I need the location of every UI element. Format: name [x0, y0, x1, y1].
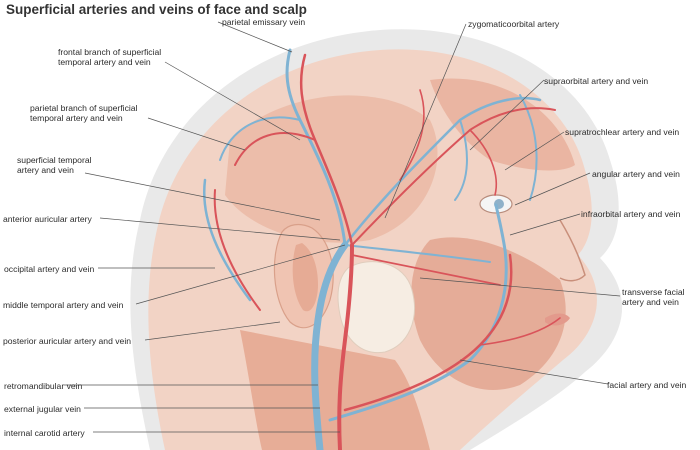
- label-frontal-branch-line2: temporal artery and vein: [58, 57, 151, 67]
- label-occipital-artery-and-vein: occipital artery and vein: [4, 264, 95, 274]
- label-superficial-temporal-line1: superficial temporal: [17, 155, 92, 165]
- arteries: [213, 53, 561, 450]
- label-anterior-auricular-artery: anterior auricular artery: [3, 214, 92, 224]
- label-external-jugular-vein: external jugular vein: [4, 404, 81, 414]
- label-parietal-branch-line1: parietal branch of superficial: [30, 103, 138, 113]
- leader-superficial-temporal: [84, 172, 321, 221]
- leader-anterior-auricular: [99, 217, 341, 241]
- label-retromandibular-vein: retromandibular vein: [4, 381, 83, 391]
- artery-branch-c: [479, 317, 561, 346]
- artery-branch-b: [399, 89, 425, 181]
- leader-angular: [514, 172, 591, 206]
- nose: [559, 219, 586, 282]
- external-jugular-vein-path: [311, 241, 349, 450]
- ear-inner: [292, 243, 318, 312]
- label-transverse-facial-line2: artery and vein: [622, 297, 679, 307]
- parotid-gland: [337, 261, 415, 354]
- frontal-artery-path: [351, 107, 556, 246]
- leader-facial: [459, 359, 609, 385]
- label-zygomaticoorbital-artery: zygomaticoorbital artery: [468, 19, 560, 29]
- parietal-artery-path: [234, 132, 316, 166]
- leader-parietal-branch: [147, 117, 246, 151]
- occipital-artery-path: [213, 189, 261, 311]
- label-middle-temporal-artery-and-vein: middle temporal artery and vein: [3, 300, 124, 310]
- leader-middle-temporal: [135, 244, 346, 305]
- leader-posterior-auricular: [144, 321, 281, 341]
- superficial-temporal-vein-path: [285, 48, 347, 247]
- transverse-facial-artery-path: [351, 254, 501, 286]
- leader-parietal-emissary: [217, 21, 293, 53]
- occipital-vein-path: [203, 178, 252, 302]
- label-frontal-branch-line1: frontal branch of superficial: [58, 47, 162, 57]
- label-angular-artery-and-vein: angular artery and vein: [592, 169, 680, 179]
- label-internal-carotid-artery: internal carotid artery: [4, 428, 85, 438]
- label-infraorbital-artery-and-vein: infraorbital artery and vein: [581, 209, 681, 219]
- label-parietal-emissary-vein: parietal emissary vein: [222, 17, 306, 27]
- vein-branch-b: [454, 119, 468, 201]
- artery-branch-a: [469, 129, 497, 196]
- label-facial-artery-and-vein: facial artery and vein: [607, 380, 687, 390]
- leader-supratrochlear: [504, 131, 565, 171]
- leader-zygomaticoorbital: [384, 23, 467, 219]
- label-parietal-branch-line2: temporal artery and vein: [30, 113, 123, 123]
- vein-branch-c: [344, 244, 491, 263]
- temporalis-muscle: [225, 95, 438, 243]
- diagram-title: Superficial arteries and veins of face a…: [6, 2, 307, 17]
- frontalis-muscle: [430, 78, 575, 171]
- leader-lines: [64, 21, 621, 433]
- vein-branch-d: [519, 94, 538, 201]
- label-transverse-facial-line1: transverse facial: [622, 287, 685, 297]
- neck: [240, 330, 430, 450]
- leader-frontal-branch: [164, 61, 301, 141]
- label-supratrochlear-artery-and-vein: supratrochlear artery and vein: [565, 127, 680, 137]
- leader-infraorbital: [509, 213, 581, 236]
- vein-branch-a: [219, 116, 301, 161]
- label-superficial-temporal-line2: artery and vein: [17, 165, 74, 175]
- leader-transverse-facial: [419, 277, 621, 297]
- external-carotid-path: [337, 243, 354, 450]
- leader-supraorbital: [469, 79, 545, 151]
- label-supraorbital-artery-and-vein: supraorbital artery and vein: [544, 76, 649, 86]
- frontal-vein-path: [343, 96, 542, 247]
- label-posterior-auricular-artery-and-vein: posterior auricular artery and vein: [3, 336, 132, 346]
